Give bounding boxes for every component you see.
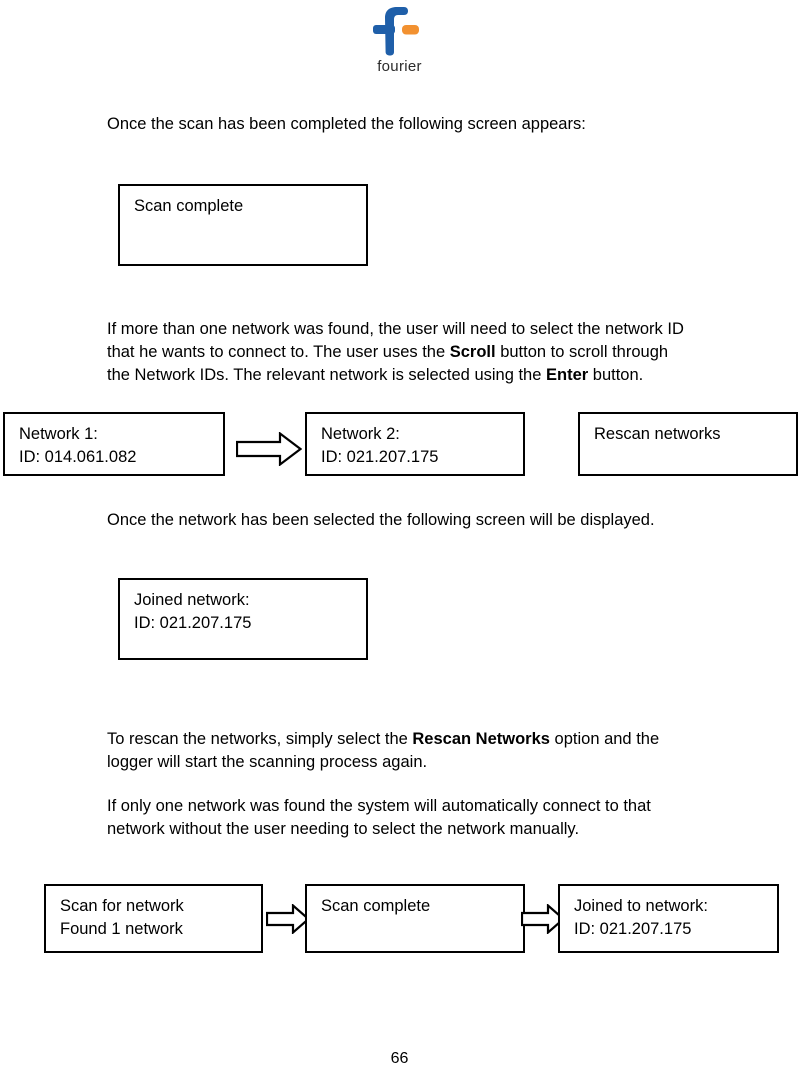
para-seg-bold-enter: Enter bbox=[546, 366, 589, 384]
paragraph-after-select: Once the network has been selected the f… bbox=[107, 511, 655, 529]
screen-text: Scan complete bbox=[134, 197, 244, 215]
screen-joined-to-network: Joined to network: ID: 021.207.175 bbox=[550, 877, 779, 953]
screen-text: Scan complete bbox=[321, 897, 431, 915]
arrow-network1-to-network2-icon bbox=[236, 432, 302, 466]
document-header: fourier bbox=[0, 0, 799, 92]
screen-scan-complete-1: Scan complete bbox=[110, 177, 368, 266]
screen-rescan-networks: Rescan networks bbox=[570, 405, 798, 476]
screen-text: Network 1: ID: 014.061.082 bbox=[19, 425, 137, 466]
para-seg-bold-scroll: Scroll bbox=[449, 343, 496, 361]
screen-network-1: Network 1: ID: 014.061.082 bbox=[0, 405, 225, 476]
screen-scan-for-network: Scan for network Found 1 network bbox=[36, 877, 263, 953]
para-seg: option and the logger will start the sca… bbox=[107, 730, 660, 771]
para-seg: button. bbox=[588, 366, 644, 384]
box-shadow-left bbox=[110, 571, 120, 650]
box-shadow-left bbox=[110, 177, 120, 256]
box-shadow-left bbox=[36, 877, 46, 943]
screen-text: Scan for network Found 1 network bbox=[60, 897, 184, 938]
screen-text: Rescan networks bbox=[594, 425, 721, 443]
paragraph-intro: Once the scan has been completed the fol… bbox=[107, 115, 586, 133]
fourier-wordmark: fourier bbox=[377, 58, 422, 75]
paragraph-rescan: To rescan the networks, simply select th… bbox=[107, 705, 687, 774]
screen-text: Joined network: ID: 021.207.175 bbox=[134, 591, 252, 632]
screen-text: Network 2: ID: 021.207.175 bbox=[321, 425, 439, 466]
para-seg-bold-rescan-networks: Rescan Networks bbox=[412, 730, 550, 748]
fourier-logo-icon bbox=[367, 6, 425, 56]
screen-text: Joined to network: ID: 021.207.175 bbox=[574, 897, 708, 938]
screen-scan-complete-2: Scan complete bbox=[297, 877, 525, 953]
arrow-scan-to-complete-icon bbox=[266, 904, 310, 934]
arrow-complete-to-joined-icon bbox=[521, 904, 565, 934]
box-shadow-left bbox=[0, 405, 5, 466]
screen-joined-network: Joined network: ID: 021.207.175 bbox=[110, 571, 368, 660]
box-shadow-left bbox=[570, 405, 580, 466]
paragraph-multi-network: If more than one network was found, the … bbox=[107, 295, 687, 387]
para-seg: If more than one network was found, the … bbox=[107, 320, 684, 361]
paragraph-single-network: If only one network was found the system… bbox=[107, 797, 651, 838]
screen-network-2: Network 2: ID: 021.207.175 bbox=[297, 405, 525, 476]
page-number: 66 bbox=[390, 1050, 409, 1067]
para-seg: To rescan the networks, simply select th… bbox=[107, 730, 413, 748]
para-seg: button to scroll through the Network IDs… bbox=[107, 343, 669, 384]
